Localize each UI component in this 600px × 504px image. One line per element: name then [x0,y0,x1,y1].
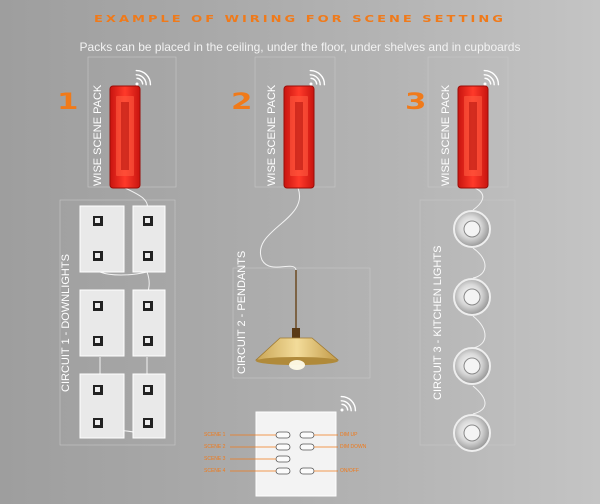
wire-pack3-kitchen [472,187,484,211]
keypad-button-scene-2 [275,443,291,451]
keypad-button-dim-down [299,443,315,451]
downlight-panel [132,373,166,439]
column-number-3: 3 [404,90,427,115]
keypad-label-scene-2: SCENE 2 [204,444,226,450]
keypad-leader-lines [230,434,338,472]
page-title: EXAMPLE OF WIRING FOR SCENE SETTING [94,13,506,26]
column-number-2: 2 [230,90,253,115]
wireless-signal-icon [340,395,357,412]
page-subtitle: Packs can be placed in the ceiling, unde… [79,40,521,54]
keypad-label-dim-up: DIM UP [340,432,358,438]
circuit-label-1: CIRCUIT 1 - DOWNLIGHTS [60,254,72,392]
kitchen-light [453,347,491,385]
keypad-button-dim-up [299,431,315,439]
kitchen-light [453,414,491,452]
pack-label-2: WISE SCENE PACK [266,84,278,186]
pack-label-1: WISE SCENE PACK [92,84,104,186]
wise-scene-pack-1 [109,85,141,189]
downlight-panel [79,289,125,357]
downlight-panel [79,205,125,273]
downlight-panel [132,205,166,273]
keypad-label-on-off: ON/OFF [340,468,359,474]
wise-scene-pack-2 [283,85,315,189]
keypad-button-scene-1 [275,431,291,439]
keypad-button-on-off [299,467,315,475]
wire-pack2-pendant [259,187,301,271]
keypad-label-scene-3: SCENE 3 [204,456,226,462]
keypad-label-dim-down: DIM DOWN [340,444,367,450]
downlight-panel [132,289,166,357]
pack-label-3: WISE SCENE PACK [440,84,452,186]
keypad-button-scene-4 [275,467,291,475]
column-number-1: 1 [56,90,79,115]
kitchen-light [453,210,491,248]
wise-scene-pack-3 [457,85,489,189]
wireless-signal-icon [309,69,326,86]
kitchen-light [453,278,491,316]
downlight-panels [79,205,166,439]
keypad-label-scene-4: SCENE 4 [204,468,226,474]
keypad-label-scene-1: SCENE 1 [204,432,226,438]
downlight-panel [79,373,125,439]
keypad-button-scene-3 [275,455,291,463]
circuit-label-2: CIRCUIT 2 - PENDANTS [236,250,248,374]
wireless-signal-icon [483,69,500,86]
pendant-light [254,270,340,370]
wireless-signal-icon [135,69,152,86]
scene-keypad [255,411,337,497]
circuit-label-3: CIRCUIT 3 - KITCHEN LIGHTS [432,245,444,400]
kitchen-lights [453,210,491,452]
